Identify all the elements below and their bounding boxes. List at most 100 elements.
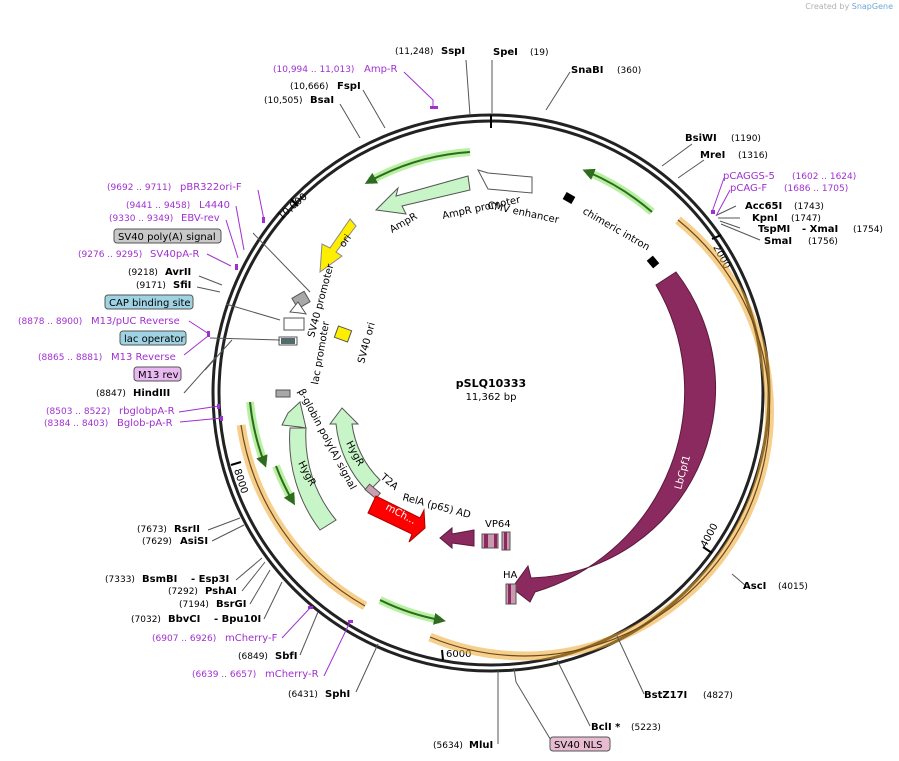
primer-mcherry-r-pos: (6639 .. 6657) bbox=[192, 670, 256, 680]
site-hindiii-pos: (8847) bbox=[96, 389, 126, 399]
site-avrii: AvrII bbox=[165, 267, 191, 278]
site-esp3i: - Esp3I bbox=[191, 574, 229, 585]
credit-text: Created by bbox=[805, 2, 850, 11]
primer-ampr-pos: (10,994 .. 11,013) bbox=[273, 65, 354, 75]
primer-leaders bbox=[178, 71, 731, 677]
sv40-ori-box bbox=[333, 325, 353, 343]
cmv-enhancer-arrow bbox=[477, 169, 533, 194]
primer-bglobpa: Bglob-pA-R bbox=[117, 418, 173, 429]
primer-l4440: L4440 bbox=[199, 200, 230, 211]
site-sphi: SphI bbox=[325, 689, 350, 700]
chimeric-intron-mark-2 bbox=[646, 255, 660, 269]
site-snabi-pos: (360) bbox=[617, 66, 641, 76]
primer-mcherry-r: mCherry-R bbox=[265, 669, 319, 680]
site-sbfi: SbfI bbox=[275, 651, 297, 662]
cap-binding-site-tag: CAP binding site bbox=[104, 294, 194, 310]
primer-m13puc: M13/pUC Reverse bbox=[91, 316, 180, 327]
primer-bglobpa-pos: (8384 .. 8403) bbox=[44, 419, 108, 429]
right-site-leaders bbox=[491, 60, 761, 744]
ampr-arrow bbox=[374, 175, 471, 215]
svg-text:SV40 NLS: SV40 NLS bbox=[554, 740, 603, 751]
primer-rbglobpa-pos: (8503 .. 8522) bbox=[46, 407, 110, 417]
t2a-box bbox=[364, 483, 381, 500]
vp64-mark-c bbox=[504, 532, 507, 550]
site-bsrgi-pos: (7194) bbox=[179, 600, 209, 610]
site-acc65i-pos: (1743) bbox=[794, 202, 824, 212]
ori-arrow bbox=[319, 218, 357, 274]
ha-label: HA bbox=[503, 570, 518, 581]
site-bbvci-pos: (7032) bbox=[131, 615, 161, 625]
mcherry-arrow bbox=[367, 495, 426, 543]
primer-pcaggs5: pCAGGS-5 bbox=[723, 171, 775, 182]
m13-rev-tag: M13 rev bbox=[133, 366, 182, 382]
site-snabi: SnaBI bbox=[571, 65, 603, 76]
site-xmai: - XmaI bbox=[802, 224, 838, 235]
plasmid-length: 11,362 bp bbox=[466, 392, 517, 403]
ha-mark bbox=[508, 584, 511, 604]
svg-text:CAP binding site: CAP binding site bbox=[109, 298, 191, 309]
orange-band-right-core bbox=[429, 219, 771, 657]
sv40-polya-tag: SV40 poly(A) signal bbox=[113, 228, 222, 244]
left-site-leaders bbox=[183, 59, 471, 693]
site-sfii-pos: (9171) bbox=[136, 281, 166, 291]
lbcpf1-arrow bbox=[511, 271, 717, 603]
plasmid-name: pSLQ10333 bbox=[456, 377, 526, 390]
vp64-mark-a bbox=[484, 534, 488, 548]
primer-sv40pa-r-pos: (9276 .. 9295) bbox=[78, 250, 142, 260]
site-asci-pos: (4015) bbox=[778, 582, 808, 592]
primer-sv40pa-r: SV40pA-R bbox=[150, 249, 199, 260]
primer-pbr322ori: pBR322ori-F bbox=[180, 182, 242, 193]
snapgene-credit: Created by SnapGene bbox=[805, 2, 893, 11]
site-spei-pos: (19) bbox=[530, 48, 548, 58]
site-bsiwi-pos: (1190) bbox=[731, 134, 761, 144]
site-kpni-pos: (1747) bbox=[791, 214, 821, 224]
beta-globin-box bbox=[275, 389, 291, 398]
site-mrei: MreI bbox=[700, 150, 725, 161]
primer-pcagf-pos: (1686 .. 1705) bbox=[784, 184, 848, 194]
site-bsmbi: BsmBI bbox=[142, 574, 177, 585]
site-bcli: BclI * bbox=[591, 722, 621, 733]
primer-mcherry-f-pos: (6907 .. 6926) bbox=[152, 634, 216, 644]
site-fspi: FspI bbox=[337, 81, 361, 92]
site-bsmbi-pos: (7333) bbox=[105, 575, 135, 585]
site-spei: SpeI bbox=[493, 47, 518, 58]
site-asci: AscI bbox=[743, 581, 766, 592]
primer-m13rev: M13 Reverse bbox=[111, 352, 176, 363]
site-hindiii: HindIII bbox=[133, 388, 170, 399]
hygr-arrow-outer bbox=[281, 401, 337, 531]
site-sbfi-pos: (6849) bbox=[238, 652, 268, 662]
lac-operator-tag: lac operator bbox=[119, 330, 187, 346]
site-tspmi: TspMI bbox=[758, 224, 790, 235]
orange-band-left-core bbox=[240, 424, 366, 607]
primer-m13rev-pos: (8865 .. 8881) bbox=[38, 353, 102, 363]
site-smai-pos: (1756) bbox=[808, 237, 838, 247]
vp64-label: VP64 bbox=[485, 519, 511, 530]
site-sspi-pos: (11,248) bbox=[395, 47, 434, 57]
ampr-label: AmpR bbox=[388, 211, 419, 235]
chimeric-intron-mark-1 bbox=[562, 192, 576, 204]
site-tspmi-pos: (1754) bbox=[853, 225, 883, 235]
site-mrei-pos: (1316) bbox=[738, 151, 768, 161]
primer-ebv-rev: EBV-rev bbox=[181, 213, 220, 224]
site-bpu10i: - Bpu10I bbox=[214, 614, 261, 625]
site-bsrgi: BsrGI bbox=[216, 599, 246, 610]
primer-pcagf: pCAG-F bbox=[730, 183, 767, 194]
site-rsrii: RsrII bbox=[174, 524, 200, 535]
vp64-mark-b bbox=[494, 534, 497, 548]
site-asisi: AsiSI bbox=[180, 536, 208, 547]
tick-label-6000: 6000 bbox=[446, 649, 471, 660]
site-sphi-pos: (6431) bbox=[288, 690, 318, 700]
site-sspi: SspI bbox=[441, 46, 465, 57]
primer-pcaggs5-pos: (1602 .. 1624) bbox=[792, 172, 856, 182]
svg-text:M13 rev: M13 rev bbox=[138, 370, 179, 381]
site-pshai-pos: (7292) bbox=[168, 587, 198, 597]
svg-text:lac operator: lac operator bbox=[124, 334, 185, 345]
snapgene-brand: SnapGene bbox=[851, 2, 893, 11]
site-avrii-pos: (9218) bbox=[128, 268, 158, 278]
primer-m13puc-pos: (8878 .. 8900) bbox=[18, 317, 82, 327]
t2a-label: T2A bbox=[377, 471, 400, 493]
lac-operator-box bbox=[281, 338, 295, 344]
site-bsiwi: BsiWI bbox=[685, 133, 717, 144]
site-rsrii-pos: (7673) bbox=[137, 525, 167, 535]
